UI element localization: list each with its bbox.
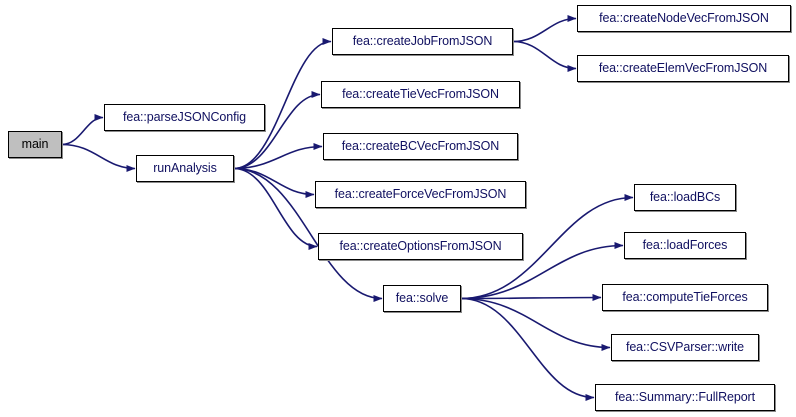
graph-node-label: fea::createBCVecFromJSON (341, 139, 500, 154)
graph-node-label: fea::parseJSONConfig (122, 110, 247, 125)
graph-edge-createJobFromJSON-to-createElemVecFromJSON (512, 40, 577, 72)
graph-edge-main-to-runAnalysis (61, 143, 136, 172)
graph-edge-runAnalysis-to-createForceVecFromJSON (233, 167, 315, 198)
graph-edge-runAnalysis-to-createOptionsFromJSON (233, 167, 318, 250)
graph-node-createForceVecFromJSON[interactable]: fea::createForceVecFromJSON (315, 181, 526, 208)
graph-node-createJobFromJSON[interactable]: fea::createJobFromJSON (332, 28, 513, 55)
graph-node-computeTieForces[interactable]: fea::computeTieForces (602, 284, 768, 311)
graph-node-loadBCs[interactable]: fea::loadBCs (634, 184, 736, 211)
graph-node-label: fea::Summary::FullReport (614, 390, 755, 405)
graph-edge-main-to-parseJSONConfig (61, 114, 104, 146)
graph-node-label: runAnalysis (153, 161, 217, 176)
graph-node-label: fea::createJobFromJSON (352, 34, 493, 49)
graph-edge-runAnalysis-to-createBCVecFromJSON (233, 143, 323, 170)
graph-node-solve[interactable]: fea::solve (383, 285, 461, 312)
graph-node-label: fea::createOptionsFromJSON (339, 239, 502, 254)
edges-group (61, 15, 634, 401)
graph-node-loadForces[interactable]: fea::loadForces (624, 232, 746, 259)
graph-node-main[interactable]: main (8, 131, 62, 158)
graph-edge-solve-to-computeTieForces (460, 294, 602, 302)
graph-node-label: fea::loadForces (642, 238, 728, 253)
graph-node-parseJSONConfig[interactable]: fea::parseJSONConfig (104, 104, 265, 131)
graph-node-CSVParserWrite[interactable]: fea::CSVParser::write (611, 334, 759, 361)
graph-node-label: main (21, 137, 49, 152)
graph-edge-solve-to-CSVParserWrite (460, 297, 611, 351)
graph-node-runAnalysis[interactable]: runAnalysis (136, 155, 234, 182)
graph-node-label: fea::loadBCs (649, 190, 721, 205)
graph-node-createNodeVecFromJSON[interactable]: fea::createNodeVecFromJSON (577, 5, 791, 32)
graph-node-createOptionsFromJSON[interactable]: fea::createOptionsFromJSON (318, 233, 523, 260)
graph-node-label: fea::solve (395, 291, 449, 306)
graph-edge-createJobFromJSON-to-createNodeVecFromJSON (512, 15, 577, 43)
graph-node-createBCVecFromJSON[interactable]: fea::createBCVecFromJSON (323, 133, 518, 160)
graph-node-label: fea::createForceVecFromJSON (334, 187, 507, 202)
graph-node-label: fea::CSVParser::write (625, 340, 745, 355)
graph-node-createElemVecFromJSON[interactable]: fea::createElemVecFromJSON (577, 55, 789, 82)
graph-node-label: fea::computeTieForces (622, 290, 748, 305)
graph-node-createTieVecFromJSON[interactable]: fea::createTieVecFromJSON (321, 81, 520, 108)
graph-node-label: fea::createNodeVecFromJSON (599, 11, 769, 26)
graph-node-label: fea::createElemVecFromJSON (598, 61, 768, 76)
graph-node-label: fea::createTieVecFromJSON (342, 87, 499, 102)
graph-edge-solve-to-SummaryFullReport (460, 297, 595, 401)
graph-node-SummaryFullReport[interactable]: fea::Summary::FullReport (595, 384, 775, 411)
